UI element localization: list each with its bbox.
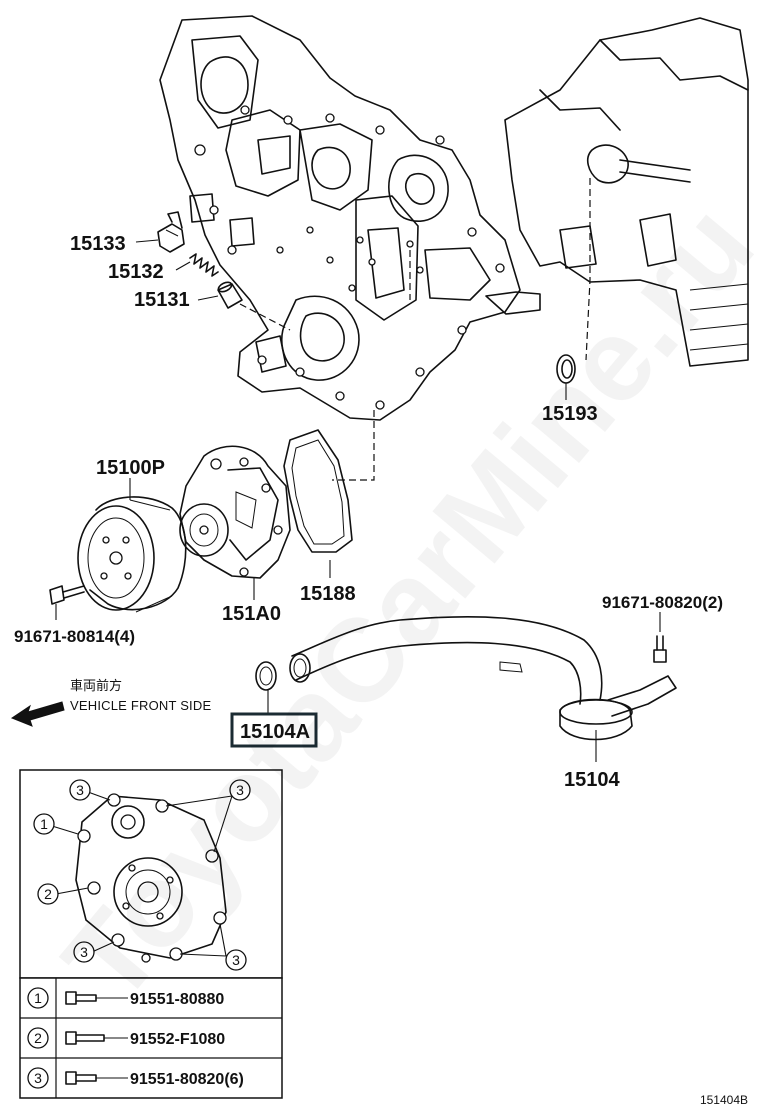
callout-151a0: 151A0 — [222, 603, 281, 625]
bolt-table-row: 2 91552-F1080 — [27, 1027, 225, 1049]
inset-marker-3-bottom-left: 3 — [80, 944, 88, 960]
water-pump-pulley — [77, 496, 187, 613]
inset-marker-3-top-right: 3 — [236, 782, 244, 798]
row-part-number: 91551-80820(6) — [130, 1071, 244, 1088]
callout-15188: 15188 — [300, 583, 356, 605]
cylinder-block-illustration — [504, 17, 749, 367]
relief-valve-plug — [157, 211, 185, 253]
relief-valve — [217, 281, 243, 309]
row-marker: 3 — [34, 1070, 42, 1086]
callout-15104a: 15104A — [240, 721, 310, 743]
bolt-detail-inset: 3 3 1 2 3 3 — [19, 769, 283, 979]
inset-marker-2: 2 — [44, 886, 52, 902]
vehicle-front-english: VEHICLE FRONT SIDE — [70, 698, 211, 713]
diagram-code: 151404B — [700, 1093, 748, 1107]
vehicle-front-japanese: 車両前方 — [70, 678, 122, 693]
row-marker: 1 — [34, 990, 42, 1006]
strainer-gasket — [255, 661, 277, 691]
inset-marker-3-top-left: 3 — [76, 782, 84, 798]
water-pump-gasket — [283, 429, 353, 553]
callout-91671-80820: 91671-80820(2) — [602, 593, 723, 612]
oil-strainer — [289, 615, 677, 741]
assembly-guide-lines — [239, 178, 591, 481]
timing-chain-cover-illustration — [159, 15, 541, 421]
strainer-bolt — [653, 635, 667, 663]
row-part-number: 91552-F1080 — [130, 1031, 225, 1048]
pulley-bolt — [49, 585, 85, 605]
water-pump-assembly — [179, 445, 291, 579]
callout-91671-80814: 91671-80814(4) — [14, 627, 135, 646]
callout-15104: 15104 — [564, 769, 620, 791]
bolt-table: 1 91551-80880 2 91552-F1080 3 — [19, 977, 283, 1099]
callout-15131: 15131 — [134, 289, 190, 311]
callout-15133: 15133 — [70, 233, 126, 255]
inset-marker-1: 1 — [40, 816, 48, 832]
row-marker: 2 — [34, 1030, 42, 1046]
callout-15132: 15132 — [108, 261, 164, 283]
bolt-table-row: 1 91551-80880 — [27, 987, 224, 1009]
callout-15100p: 15100P — [96, 457, 165, 479]
bolt-table-row: 3 91551-80820(6) — [27, 1067, 244, 1089]
vehicle-front-indicator: 車両前方 VEHICLE FRONT SIDE — [10, 678, 211, 727]
row-part-number: 91551-80880 — [130, 991, 224, 1008]
relief-valve-spring — [189, 253, 219, 277]
inset-marker-3-bottom-right: 3 — [232, 952, 240, 968]
callout-15104a-box: 15104A — [230, 712, 318, 748]
leader-lines — [55, 239, 661, 762]
callout-15193: 15193 — [542, 403, 598, 425]
front-arrow-icon — [10, 701, 65, 727]
